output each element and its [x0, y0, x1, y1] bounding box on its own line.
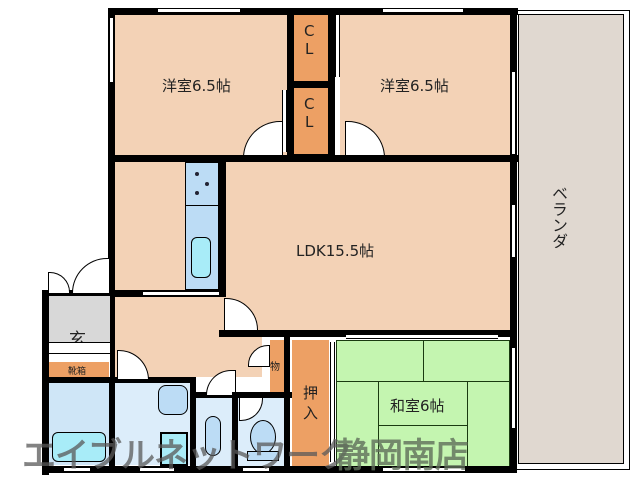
closet-door-1[interactable] — [282, 90, 287, 152]
stove-burner-icon — [195, 172, 199, 176]
kitchen-sink-icon — [191, 237, 211, 278]
ldk-label: LDK15.5帖 — [296, 242, 375, 260]
ldk — [226, 162, 510, 332]
sink-icon — [205, 416, 221, 456]
storage-label: 物 — [270, 362, 280, 373]
entrance-door[interactable] — [72, 258, 110, 293]
closet-door-2[interactable] — [335, 15, 340, 77]
watermark-branch: 静岡南店 — [336, 436, 469, 476]
window-bottom-japanese — [383, 467, 465, 472]
dining-area — [115, 162, 185, 292]
shoe-box-doors[interactable] — [49, 342, 111, 354]
shoe-box-label: 靴箱 — [68, 367, 87, 377]
shoe-box — [49, 362, 109, 377]
window-right-2 — [511, 205, 516, 257]
sliding-door-ldk[interactable] — [143, 291, 219, 296]
oshiire — [292, 340, 329, 470]
toilet-tank-icon — [247, 451, 279, 461]
closet-2-label-c: C — [304, 95, 315, 113]
western-room-2-label: 洋室6.5帖 — [380, 77, 449, 95]
closet-1-label-l: L — [305, 40, 314, 58]
storage — [270, 340, 284, 392]
closet-1-label-c: C — [304, 22, 315, 40]
toilet-icon — [250, 420, 276, 454]
window-bottom-bath — [64, 467, 90, 472]
window-right-1 — [511, 72, 516, 154]
washbasin-icon — [158, 385, 188, 415]
veranda-floor-lower — [518, 226, 624, 464]
window-left — [109, 18, 114, 82]
oshiire-label-bottom: 入 — [303, 404, 319, 422]
window-right-3 — [511, 348, 516, 428]
entrance-door-small[interactable] — [48, 272, 70, 293]
tatami-mat — [423, 340, 510, 382]
oshiire-label-top: 押 — [303, 384, 319, 402]
western-room-1-label: 洋室6.5帖 — [162, 77, 231, 95]
outer-wall-bottom — [42, 466, 517, 473]
stove-burner-icon — [195, 191, 199, 195]
veranda-label: ベランダ — [549, 185, 568, 249]
closet-1 — [294, 15, 328, 81]
wall-bedroom-ldk — [108, 155, 518, 162]
bathtub-icon — [52, 432, 106, 462]
veranda-floor — [518, 14, 624, 228]
washing-machine-icon — [160, 432, 188, 466]
tatami-mat — [467, 381, 510, 468]
japanese-room-label: 和室6帖 — [390, 397, 445, 415]
window-top-left — [158, 8, 240, 13]
watermark-company: エイブルネットワーク — [22, 436, 353, 476]
window-bottom-toilet — [243, 467, 269, 472]
stove-burner-icon — [205, 182, 209, 186]
tatami-mat — [336, 340, 424, 382]
sliding-door-japanese-room[interactable] — [346, 334, 498, 339]
closet-2 — [294, 88, 328, 154]
kitchen-wall — [219, 162, 226, 297]
window-top-right — [383, 8, 463, 13]
oshiire-sliding-door[interactable] — [330, 342, 335, 462]
outer-wall-left-upper — [108, 8, 115, 298]
closet-2-label-l: L — [305, 113, 314, 131]
window-bottom-wash — [140, 467, 174, 472]
